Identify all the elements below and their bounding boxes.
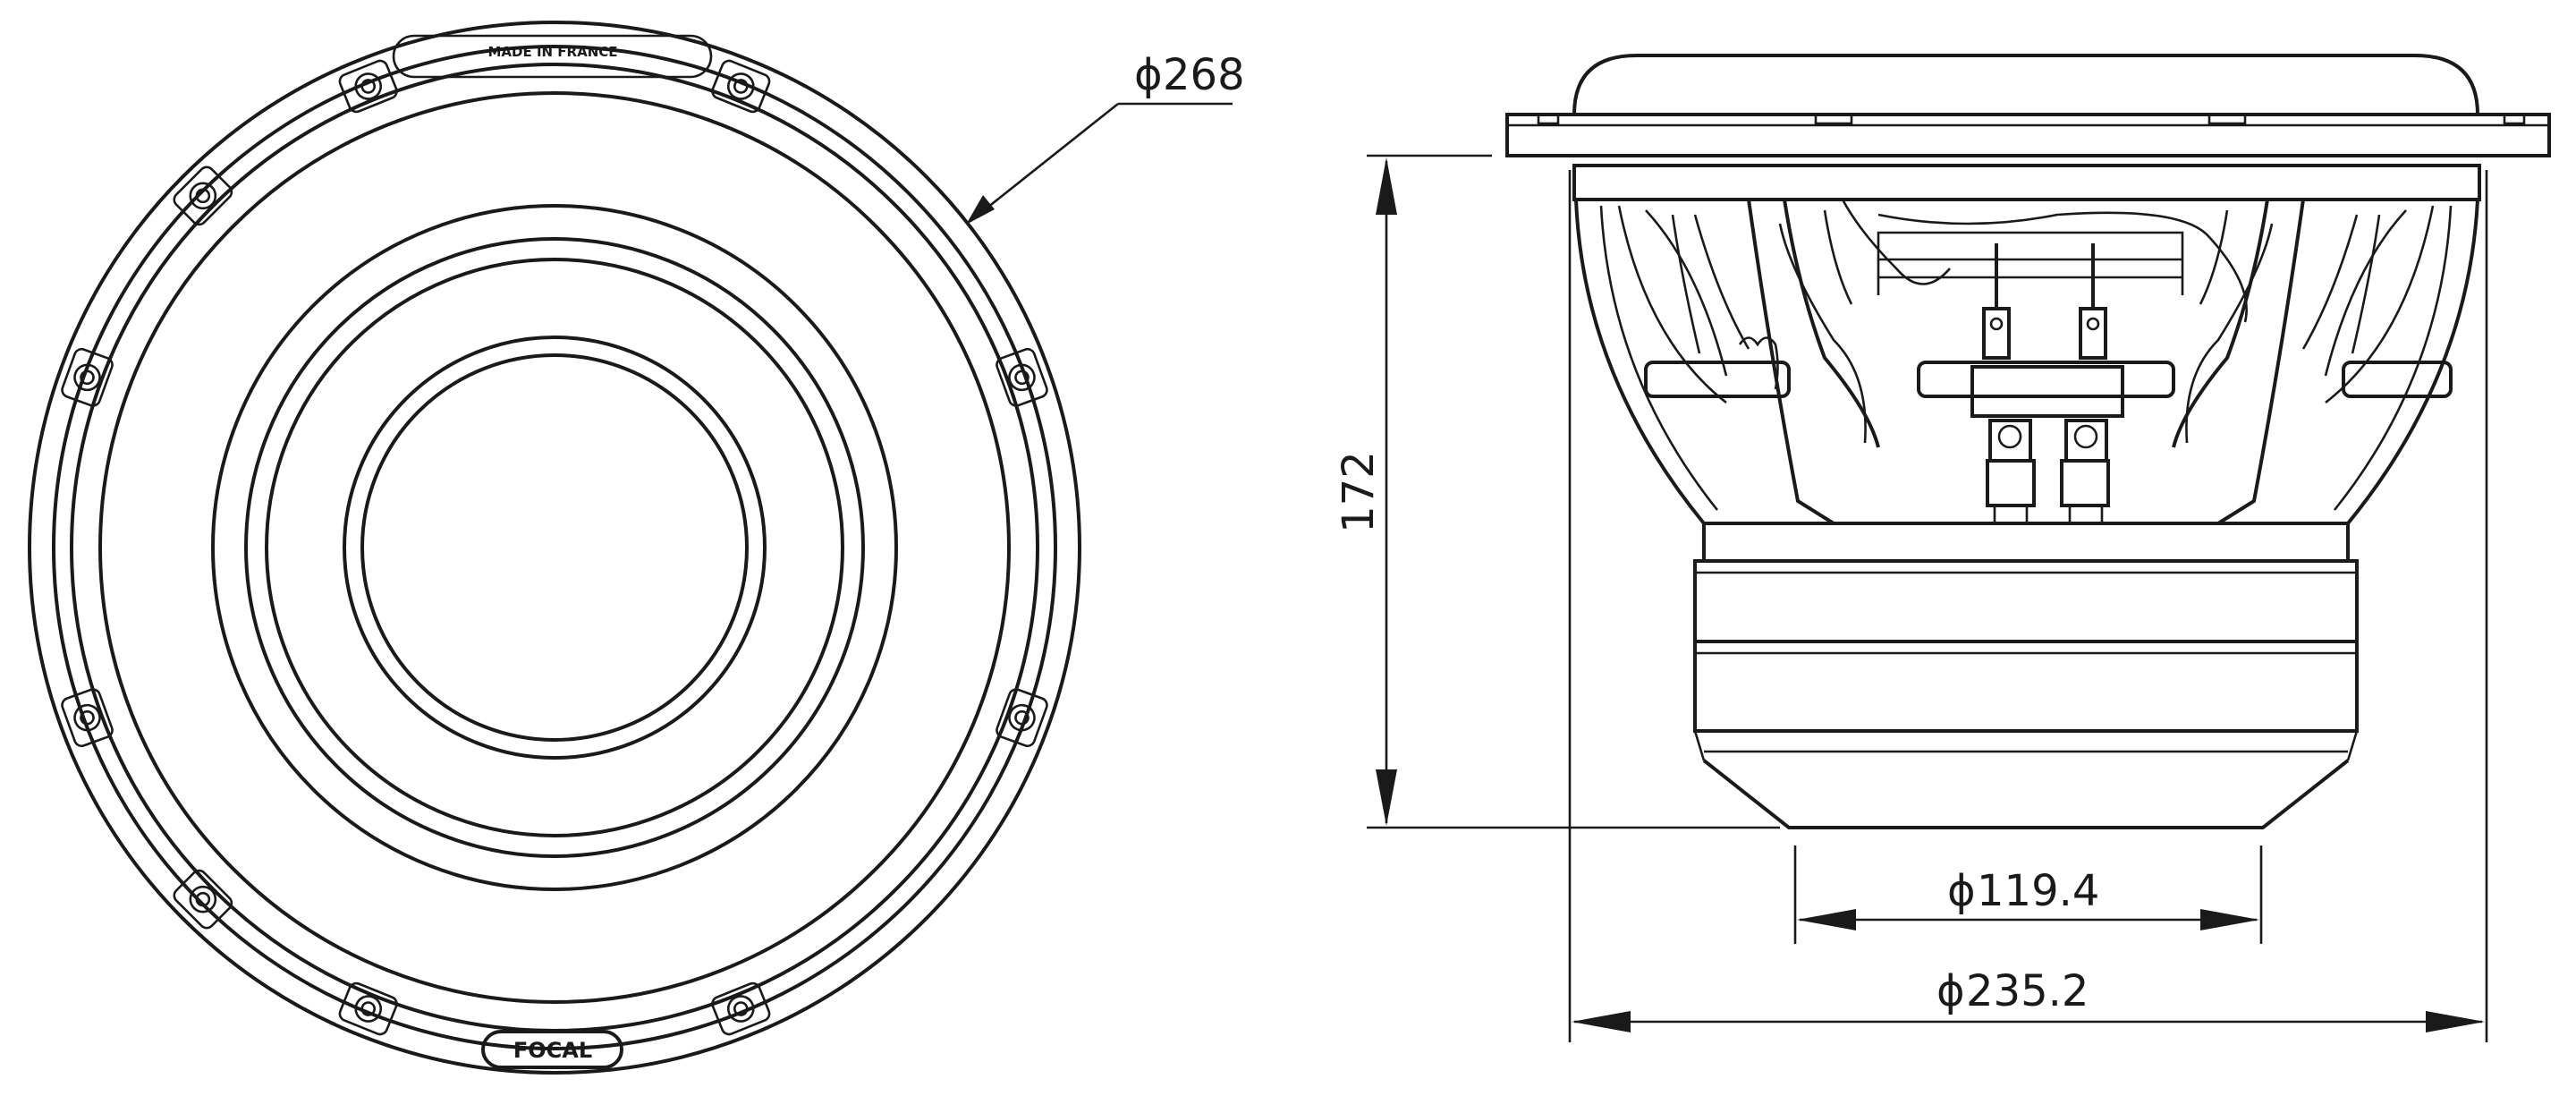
mounting-hole <box>338 59 398 114</box>
height-arrow-bottom <box>1376 769 1397 826</box>
mounting-hole <box>61 347 114 407</box>
outer-diameter-arrow <box>966 195 995 225</box>
magnet-diameter-arrow-left <box>1797 909 1856 930</box>
cutout-diameter-arrow-right <box>2426 1011 2485 1032</box>
front-view: MADE IN FRANCE FOCAL ϕ 268 <box>28 21 1245 1075</box>
height-value: 172 <box>1334 451 1384 533</box>
surround-inner <box>211 204 898 891</box>
magnet-diameter-value: 119.4 <box>1977 866 2099 916</box>
terminal-pin-right-top <box>2079 243 2107 360</box>
made-in-label: MADE IN FRANCE <box>487 44 617 60</box>
brand-plate <box>481 1030 623 1069</box>
frame-ring-2 <box>52 45 1057 1050</box>
mounting-hole <box>996 688 1048 748</box>
magnet-bottom-chamfer <box>1702 759 2350 829</box>
frame-outer-ring <box>28 21 1081 1075</box>
side-view: 172 ϕ 119.4 ϕ 235.2 <box>1334 54 2551 1042</box>
magnet-diameter-symbol: ϕ <box>1947 866 1976 916</box>
basket-spoke <box>2216 199 2305 525</box>
terminal-lower-left <box>1986 419 2036 525</box>
terminal-lower-right <box>2060 419 2110 525</box>
dust-cap-outer <box>343 336 767 760</box>
dust-cap-inner <box>360 353 749 742</box>
terminal-bracket <box>1917 361 2175 398</box>
cutout-diameter-arrow-left <box>1572 1011 1631 1032</box>
magnet-diameter-arrow-right <box>2200 909 2259 930</box>
mounting-hole <box>996 347 1048 407</box>
mounting-hole <box>173 166 233 226</box>
mounting-holes <box>61 59 1048 1036</box>
basket-right-outline <box>2346 199 2479 525</box>
terminal-pin-left-top <box>1982 243 2011 360</box>
outer-diameter-symbol: ϕ <box>1134 50 1163 100</box>
mounting-hole <box>711 59 771 114</box>
terminal-housing <box>1970 365 2124 418</box>
cone-dome <box>1572 54 2479 115</box>
magnet-top-plate <box>1702 522 2350 563</box>
mounting-hole <box>173 869 233 930</box>
mounting-hole <box>711 981 771 1036</box>
surround-outer <box>98 91 1011 1004</box>
gasket-plate <box>1572 164 2481 201</box>
cutout-diameter-value: 235.2 <box>1966 966 2089 1016</box>
brand-logo: FOCAL <box>513 1038 592 1063</box>
cutout-diameter-symbol: ϕ <box>1936 966 1965 1016</box>
cone-ring-inner <box>265 258 844 837</box>
basket-left-outline <box>1574 199 1706 525</box>
outer-diameter-leader <box>970 102 1119 223</box>
brand-mark-icon <box>1738 336 1779 390</box>
height-arrow-top <box>1376 157 1397 215</box>
mounting-hole <box>338 981 398 1036</box>
magnet-body <box>1693 559 2359 733</box>
mounting-flange <box>1505 113 2551 157</box>
cone-ring-outer <box>244 237 865 858</box>
made-in-label-plate <box>392 34 713 79</box>
mounting-hole <box>61 688 114 748</box>
outer-diameter-value: 268 <box>1163 50 1245 100</box>
